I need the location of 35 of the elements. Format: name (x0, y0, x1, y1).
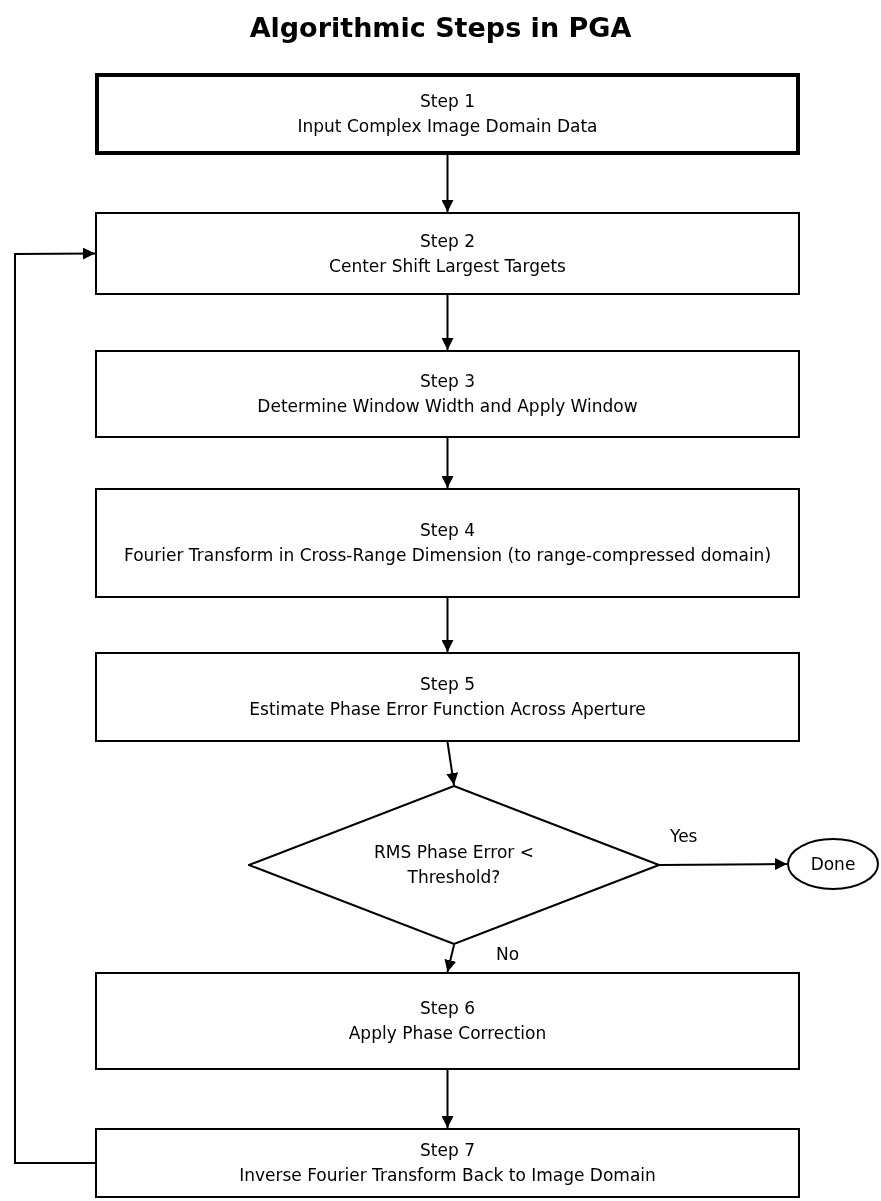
step-text: RMS Phase Error < Threshold? (373, 841, 535, 889)
arrow (441, 437, 454, 489)
step-text: Determine Window Width and Apply Window (257, 395, 638, 418)
arrow (441, 597, 454, 653)
process-box (95, 972, 800, 1070)
process-box (95, 488, 800, 598)
process-box (95, 212, 800, 295)
step-heading: Step 1 (420, 90, 475, 114)
arrow (659, 858, 788, 871)
arrow (441, 1069, 454, 1129)
step-heading: Step 6 (420, 997, 475, 1021)
terminal-ellipse (787, 838, 879, 890)
decision-diamond (248, 785, 660, 945)
step-text: Apply Phase Correction (348, 1022, 547, 1045)
process-box (95, 73, 800, 155)
step-heading: Step 5 (420, 673, 475, 697)
step-text: Estimate Phase Error Function Across Aperture (249, 698, 646, 721)
diagram-title: Algorithmic Steps in PGA (248, 12, 633, 43)
process-box (95, 1128, 800, 1198)
process-box (95, 652, 800, 742)
step-heading: Step 2 (420, 229, 475, 253)
step-text: Inverse Fourier Transform Back to Image Domain (239, 1164, 656, 1187)
step-text: Center Shift Largest Targets (329, 254, 566, 278)
arrow (446, 741, 459, 786)
step-heading: Step 7 (420, 1139, 475, 1163)
process-box (95, 350, 800, 438)
arrow (444, 944, 457, 973)
arrow (441, 154, 454, 213)
step-text: Input Complex Image Domain Data (297, 115, 598, 138)
step-text: Fourier Transform in Cross-Range Dimension (to range-compressed domain) (123, 544, 772, 567)
arrow (14, 247, 96, 1164)
step-heading: Step 4 (420, 519, 475, 543)
step-text: Done (810, 852, 856, 876)
step-heading: Step 3 (420, 370, 475, 394)
arrow (441, 294, 454, 351)
